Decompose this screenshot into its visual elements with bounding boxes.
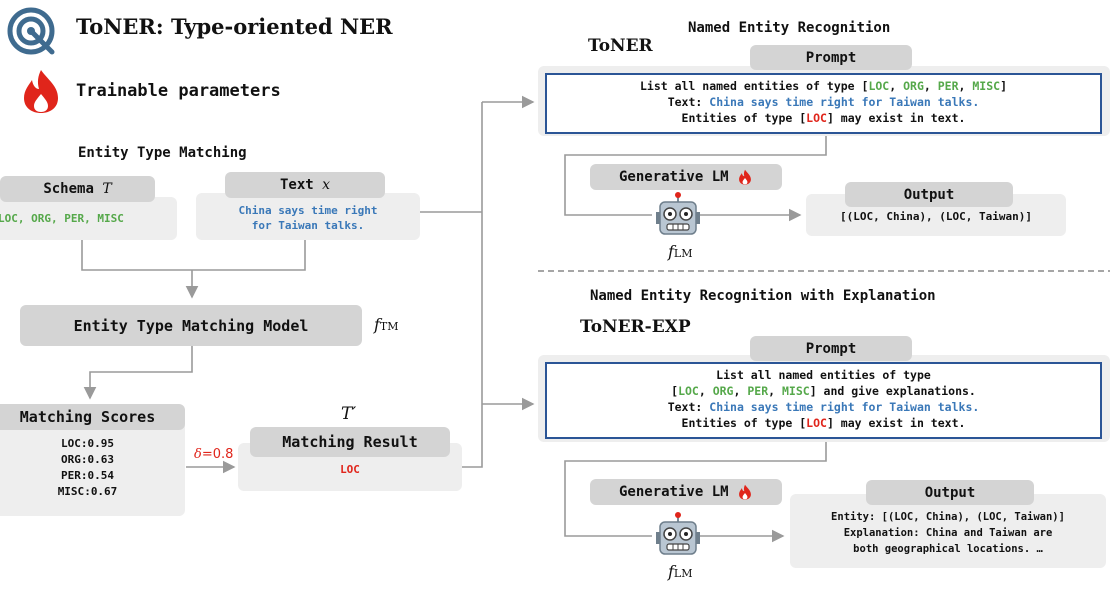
exp-lm-label: Generative LM <box>618 484 729 500</box>
result-header: Matching Result <box>250 427 450 457</box>
score-row: PER:0.54 <box>61 469 114 482</box>
etm-model-f: f <box>374 315 380 334</box>
text-content: China says time right for Taiwan talks. <box>196 203 420 233</box>
score-row: LOC:0.95 <box>61 437 114 450</box>
ner-lm-label: Generative LM <box>618 169 729 185</box>
ner-method-label: ToNER <box>588 36 653 56</box>
exp-output-label: Output <box>924 484 976 501</box>
ner-output-label: Output <box>903 186 955 203</box>
etm-model-box: Entity Type Matching Model <box>20 305 362 346</box>
exp-output-value: Entity: [(LOC, China), (LOC, Taiwan)] Ex… <box>790 509 1106 557</box>
scores-header: Matching Scores <box>0 404 185 430</box>
exp-output-line1: Entity: [(LOC, China), (LOC, Taiwan)] <box>831 511 1065 523</box>
schema-type-misc: MISC <box>97 212 124 225</box>
exp-method-label: ToNER-EXP <box>580 317 691 337</box>
ner-prompt-line1: List all named entities of type [LOC, OR… <box>639 79 1008 93</box>
exp-output-line3: both geographical locations. … <box>853 543 1043 555</box>
threshold-value: =0.8 <box>201 447 234 462</box>
target-logo-icon <box>6 6 60 56</box>
robot-icon <box>656 512 700 560</box>
ner-prompt-header: Prompt <box>750 45 912 70</box>
ner-prompt-text-line: Text: China says time right for Taiwan t… <box>667 95 980 109</box>
exp-section-title: Named Entity Recognition with Explanatio… <box>590 288 936 304</box>
toner-legend-title: ToNER: Type-oriented NER <box>76 14 393 39</box>
ner-output-header: Output <box>845 182 1013 207</box>
schema-type-loc: LOC <box>0 212 18 225</box>
threshold-symbol: δ <box>194 447 202 462</box>
robot-icon <box>656 192 700 240</box>
ner-prompt-label: Prompt <box>805 49 857 66</box>
exp-prompt-box: List all named entities of type [LOC, OR… <box>545 362 1102 439</box>
etm-model-symbol: fTM <box>374 315 399 334</box>
etm-model-sub: TM <box>379 320 399 333</box>
text-symbol: x <box>322 177 331 193</box>
text-label: Text <box>279 177 314 193</box>
exp-output-header: Output <box>866 480 1034 505</box>
ner-prompt-entities-line: Entities of type [LOC] may exist in text… <box>681 111 966 125</box>
text-content-line2: for Taiwan talks. <box>251 219 365 232</box>
result-label: Matching Result <box>282 433 418 451</box>
ner-output-value: [(LOC, China), (LOC, Taiwan)] <box>839 210 1033 223</box>
exp-prompt-header: Prompt <box>750 336 912 361</box>
score-row: ORG:0.63 <box>61 453 114 466</box>
score-row: MISC:0.67 <box>57 485 118 498</box>
scores-label: Matching Scores <box>19 408 156 426</box>
ner-lm-symbol: fLM <box>668 242 693 261</box>
flame-icon <box>739 169 751 185</box>
text-panel <box>196 193 420 240</box>
schema-panel <box>0 197 177 240</box>
scores-list: LOC:0.95 ORG:0.63 PER:0.54 MISC:0.67 <box>0 436 185 500</box>
trainable-legend-label: Trainable parameters <box>76 81 281 101</box>
schema-type-per: PER <box>64 212 85 225</box>
flame-icon <box>18 68 64 114</box>
ner-section-title: Named Entity Recognition <box>688 20 891 36</box>
exp-prompt-entities-line: Entities of type [LOC] may exist in text… <box>681 416 966 430</box>
ner-lm-header: Generative LM <box>590 164 782 190</box>
result-symbol: T′ <box>341 404 357 424</box>
schema-type-org: ORG <box>31 212 51 225</box>
exp-prompt-line2: [LOC, ORG, PER, MISC] and give explanati… <box>671 384 976 398</box>
text-header: Text x <box>225 172 385 198</box>
etm-model-label: Entity Type Matching Model <box>73 316 309 335</box>
exp-prompt-label: Prompt <box>805 340 857 357</box>
flame-icon <box>739 484 751 500</box>
exp-output-panel <box>790 494 1106 568</box>
schema-label: Schema <box>43 181 94 197</box>
schema-symbol: T <box>102 181 112 197</box>
exp-prompt-text-line: Text: China says time right for Taiwan t… <box>667 400 980 414</box>
schema-types: LOC, ORG, PER, MISC <box>0 212 124 225</box>
exp-lm-symbol: fLM <box>668 562 693 581</box>
exp-output-line2: Explanation: China and Taiwan are <box>843 527 1053 539</box>
etm-section-title: Entity Type Matching <box>78 145 247 161</box>
exp-prompt-line1: List all named entities of type <box>716 368 931 382</box>
exp-lm-header: Generative LM <box>590 479 782 505</box>
schema-header: Schema T <box>0 176 155 202</box>
result-value: LOC <box>340 463 360 476</box>
ner-prompt-box: List all named entities of type [LOC, OR… <box>545 73 1102 134</box>
text-content-line1: China says time right <box>238 204 378 217</box>
threshold-label: δ=0.8 <box>194 447 233 462</box>
scores-panel <box>0 420 185 516</box>
